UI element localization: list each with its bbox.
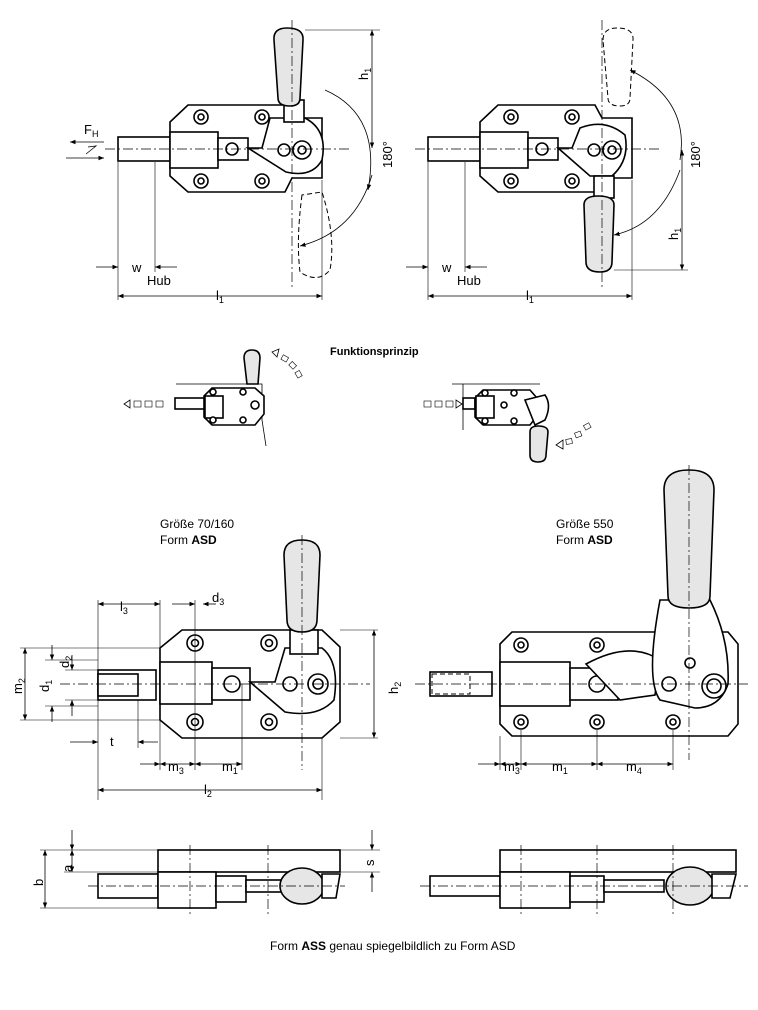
w-label: w [131, 260, 142, 275]
m1-label: m1 [222, 759, 238, 776]
d1-label: d1 [37, 680, 54, 692]
h1-label: h1 [356, 68, 373, 80]
b-label: b [31, 879, 46, 886]
l1-label-right: l1 [526, 288, 534, 305]
principle-right [423, 383, 592, 463]
angle-label-right: 180° [688, 141, 703, 168]
t-label: t [110, 734, 114, 749]
middle-left-view: l3 d3 m2 d1 d2 h2 t m3 m1 l2 [10, 535, 403, 800]
l3-label: l3 [120, 599, 128, 616]
h1-label-right: h1 [666, 228, 683, 240]
m3-label-right: m3 [504, 759, 520, 776]
d3-label: d3 [212, 590, 224, 607]
d2-label: d2 [57, 656, 74, 668]
angle-label: 180° [380, 141, 395, 168]
funktionsprinzip-title: Funktionsprinzip [330, 346, 419, 358]
bottom-right-view [420, 845, 748, 915]
s-label: s [362, 859, 377, 866]
h2-label: h2 [386, 682, 403, 694]
m2-label: m2 [10, 678, 27, 694]
middle-right-view: m3 m1 m4 [415, 465, 748, 776]
size-small-caption: Größe 70/160 [160, 517, 234, 531]
l1-label: l1 [216, 288, 224, 305]
size-large-caption: Größe 550 [556, 517, 614, 531]
top-left-view: FH w Hub l1 h1 180° [66, 20, 395, 305]
form-large-caption: Form ASD [556, 533, 613, 547]
hub-label: Hub [147, 273, 171, 288]
principle-left [123, 348, 303, 447]
l2-label: l2 [204, 782, 212, 799]
form-small-caption: Form ASD [160, 533, 217, 547]
m4-label: m4 [626, 759, 642, 776]
hub-label-right: Hub [457, 273, 481, 288]
w-label-right: w [441, 260, 452, 275]
a-label: a [60, 864, 75, 872]
footer-caption: Form ASS genau spiegelbildlich zu Form A… [270, 939, 516, 953]
m1-label-right: m1 [552, 759, 568, 776]
top-right-view: w Hub l1 h1 180° [406, 20, 703, 305]
bottom-left-view: b a s [31, 830, 380, 915]
m3-label: m3 [168, 759, 184, 776]
force-label: FH [84, 122, 98, 139]
